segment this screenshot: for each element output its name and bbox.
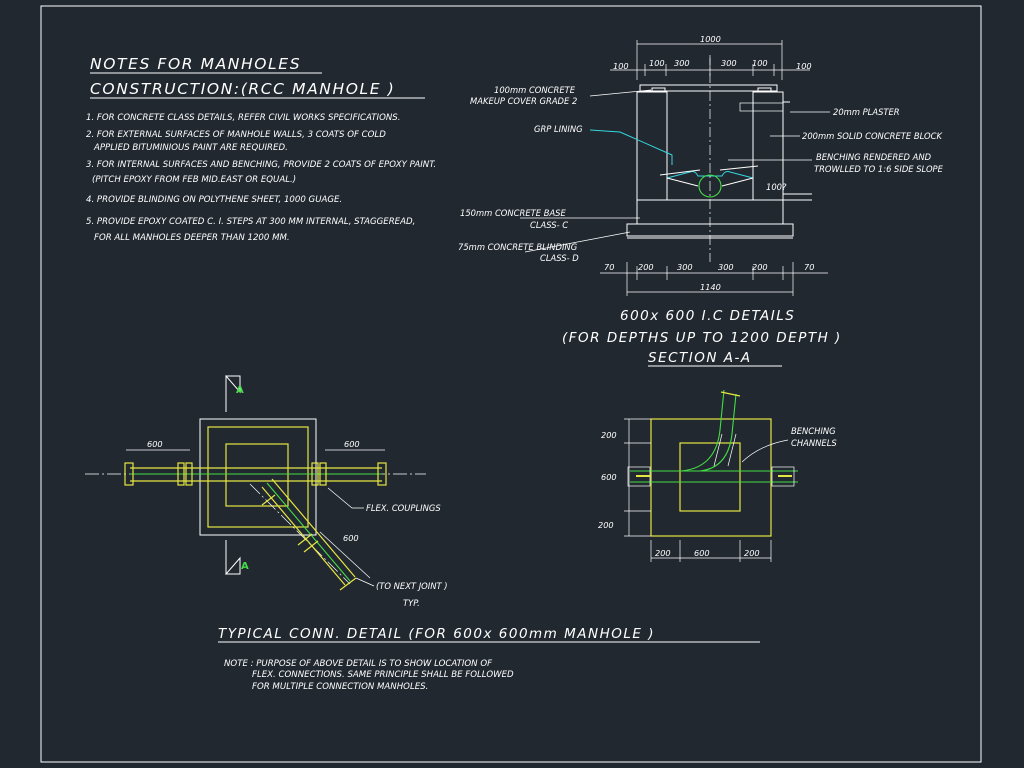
- section-title-line2: (FOR DEPTHS UP TO 1200 DEPTH ): [562, 330, 842, 346]
- bench-plan: 200 600 200 200 600 200 BENCHING CHANNEL…: [598, 389, 837, 562]
- footer: TYPICAL CONN. DETAIL (FOR 600x 600mm MAN…: [218, 626, 760, 692]
- notes-block: NOTES FOR MANHOLES CONSTRUCTION:(RCC MAN…: [86, 55, 436, 243]
- label-grp: GRP LINING: [534, 124, 583, 134]
- dim-bot-e: 200: [752, 262, 768, 272]
- label-benching: BENCHING: [791, 426, 836, 436]
- bench-dim-b2: 600: [694, 548, 710, 558]
- label-pipe: 100?: [766, 182, 787, 192]
- bench-dim-b3: 200: [744, 548, 760, 558]
- section-title-line3: SECTION A-A: [648, 350, 752, 366]
- label-block: 200mm SOLID CONCRETE BLOCK: [802, 131, 943, 141]
- dim-bot-overall: 1140: [700, 282, 721, 292]
- label-channels: CHANNELS: [791, 438, 837, 448]
- dim-top-a: 100: [613, 61, 629, 71]
- label-blind-l2: CLASS- D: [540, 253, 579, 263]
- bench-dim-top: 200: [601, 430, 617, 440]
- footer-title: TYPICAL CONN. DETAIL (FOR 600x 600mm MAN…: [218, 626, 655, 642]
- label-cover-l2: MAKEUP COVER GRADE 2: [470, 96, 577, 106]
- bench-dim-bot: 200: [598, 520, 614, 530]
- note-item-2: 2. FOR EXTERNAL SURFACES OF MANHOLE WALL…: [86, 130, 386, 140]
- label-plaster: 20mm PLASTER: [833, 107, 900, 117]
- note-item-3: 3. FOR INTERNAL SURFACES AND BENCHING, P…: [86, 160, 436, 170]
- label-flex-couplings: FLEX. COUPLINGS: [366, 503, 441, 513]
- dim-top-e: 100: [752, 58, 768, 68]
- footer-note-l2: FLEX. CONNECTIONS. SAME PRINCIPLE SHALL …: [252, 670, 514, 680]
- dim-bot-a: 70: [604, 262, 614, 272]
- note-item-2b: APPLIED BITUMINIOUS PAINT ARE REQUIRED.: [93, 143, 288, 153]
- note-item-1: 1. FOR CONCRETE CLASS DETAILS, REFER CIV…: [86, 113, 400, 123]
- note-item-5: 5. PROVIDE EPOXY COATED C. I. STEPS AT 3…: [86, 217, 415, 227]
- label-base-l1: 150mm CONCRETE BASE: [460, 208, 566, 218]
- section-aa: 1000 100 100 300 300 100 100: [458, 34, 944, 367]
- label-next-joint: (TO NEXT JOINT ): [376, 581, 448, 591]
- drawing-border: [40, 5, 982, 763]
- plan-dim-left: 600: [147, 439, 163, 449]
- notes-title-line2: CONSTRUCTION:(RCC MANHOLE ): [90, 80, 395, 98]
- dim-top-c: 300: [674, 58, 690, 68]
- label-bench-l1: BENCHING RENDERED AND: [816, 152, 932, 162]
- dim-top-f: 100: [796, 61, 812, 71]
- notes-title-line1: NOTES FOR MANHOLES: [90, 55, 301, 73]
- label-bench-l2: TROWLLED TO 1:6 SIDE SLOPE: [814, 164, 944, 174]
- dim-bot-b: 200: [638, 262, 654, 272]
- dim-bot-f: 70: [804, 262, 814, 272]
- note-item-4: 4. PROVIDE BLINDING ON POLYTHENE SHEET, …: [86, 195, 342, 205]
- footer-note-l3: FOR MULTIPLE CONNECTION MANHOLES.: [252, 682, 428, 692]
- plan-view: A A 600 600 600: [85, 375, 448, 608]
- label-blind-l1: 75mm CONCRETE BLINDING: [458, 242, 578, 252]
- section-mark-top: A: [236, 385, 244, 396]
- dim-top-b: 100: [649, 58, 665, 68]
- bench-dim-b1: 200: [655, 548, 671, 558]
- dim-bot-d: 300: [718, 262, 734, 272]
- label-base-l2: CLASS- C: [530, 220, 568, 230]
- label-typ: TYP.: [403, 598, 420, 608]
- label-cover-l1: 100mm CONCRETE: [494, 85, 576, 95]
- footer-note-l1: NOTE : PURPOSE OF ABOVE DETAIL IS TO SHO…: [224, 659, 493, 669]
- plan-dim-diag: 600: [343, 533, 359, 543]
- dim-bot-c: 300: [677, 262, 693, 272]
- bench-dim-mid: 600: [601, 472, 617, 482]
- dim-top-d: 300: [721, 58, 737, 68]
- section-mark-bottom: A: [241, 561, 249, 572]
- note-item-3b: (PITCH EPOXY FROM FEB MID.EAST OR EQUAL.…: [92, 175, 296, 185]
- dim-top-overall: 1000: [700, 34, 721, 44]
- note-item-5b: FOR ALL MANHOLES DEEPER THAN 1200 MM.: [94, 233, 290, 243]
- section-title-line1: 600x 600 I.C DETAILS: [620, 308, 795, 324]
- plan-dim-right: 600: [344, 439, 360, 449]
